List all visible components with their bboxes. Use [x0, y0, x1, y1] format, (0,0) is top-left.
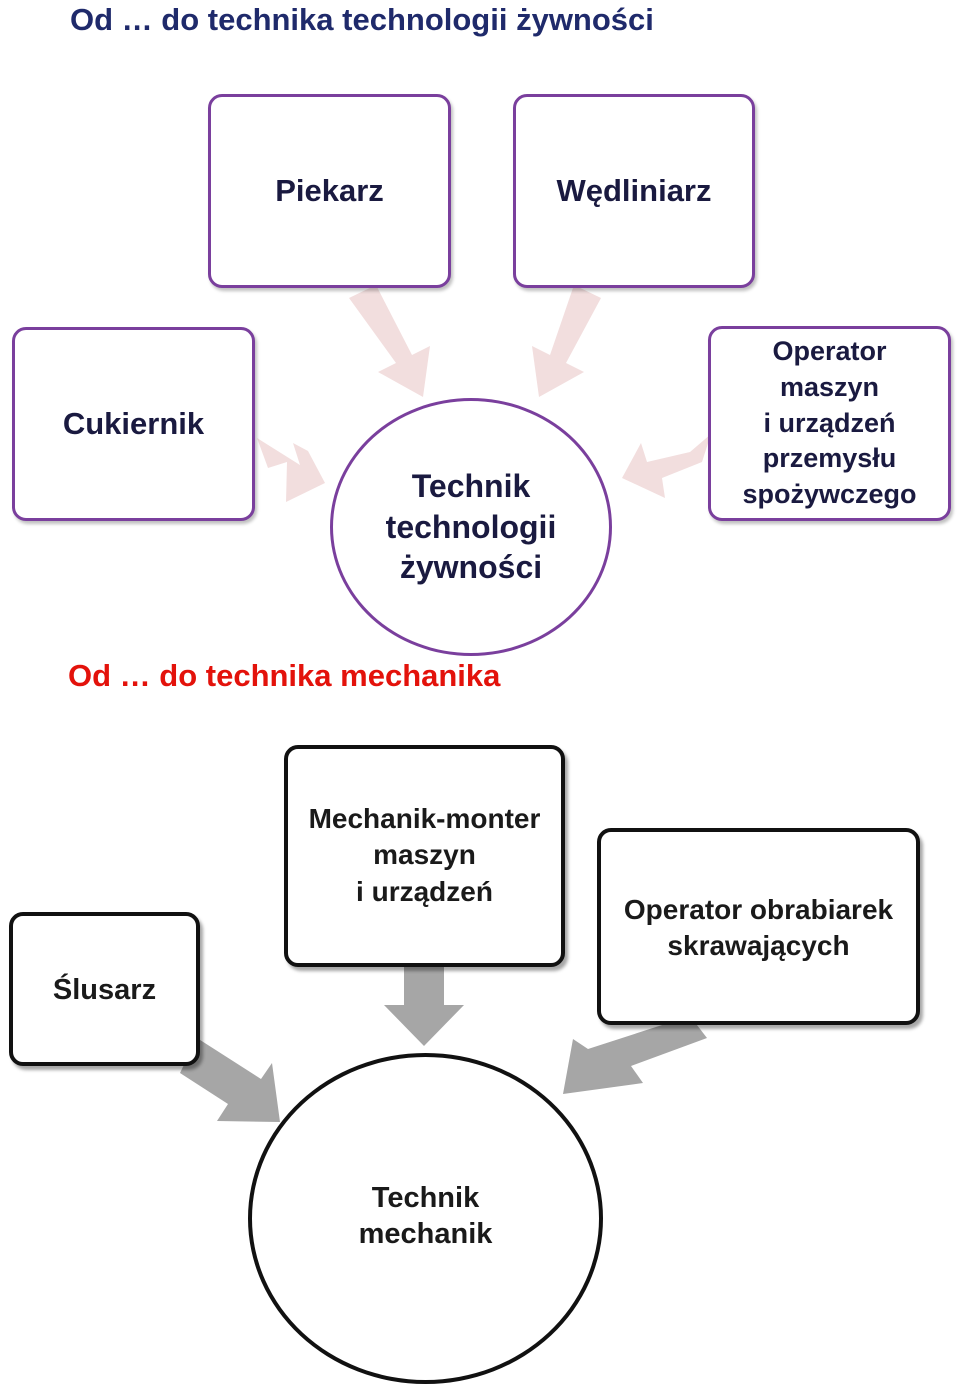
- node-center-food-label: Technik technologii żywności: [385, 468, 557, 586]
- node-center-mech-label: Technik mechanik: [358, 1182, 493, 1251]
- node-wedliniarz-label: Wędliniarz: [556, 173, 712, 208]
- node-monter-label: Mechanik-monter maszyn i urządzeń: [308, 803, 541, 907]
- node-piekarz-label: Piekarz: [275, 173, 384, 208]
- node-operator-food-label: Operator maszyn i urządzeń przemysłu spo…: [742, 335, 917, 510]
- node-center-mech: Technik mechanik: [248, 1053, 603, 1384]
- arrow-slusarz-to-center: [180, 1038, 280, 1122]
- node-operator-mech: Operator obrabiarek skrawających: [597, 828, 920, 1025]
- node-piekarz: Piekarz: [208, 94, 451, 288]
- node-slusarz-label: Ślusarz: [52, 974, 157, 1006]
- arrow-piekarz-to-center: [349, 285, 430, 397]
- arrow-monter-to-center: [384, 966, 464, 1046]
- arrow-wedliniarz-to-center: [532, 285, 601, 397]
- node-cukiernik-label: Cukiernik: [62, 406, 205, 441]
- node-wedliniarz: Wędliniarz: [513, 94, 755, 288]
- node-operator-food: Operator maszyn i urządzeń przemysłu spo…: [708, 326, 951, 521]
- node-operator-mech-label: Operator obrabiarek skrawających: [623, 894, 894, 961]
- node-center-food: Technik technologii żywności: [330, 398, 612, 656]
- arrow-cukiernik-to-center: [257, 438, 325, 502]
- section-title-mechanics: Od … do technika mechanika: [68, 658, 501, 693]
- node-slusarz: Ślusarz: [9, 912, 200, 1066]
- section-title-food: Od … do technika technologii żywności: [70, 2, 654, 37]
- node-monter: Mechanik-monter maszyn i urządzeń: [284, 745, 565, 967]
- arrow-operator-to-mech-center: [563, 1016, 707, 1094]
- node-cukiernik: Cukiernik: [12, 327, 255, 521]
- arrow-operator-to-center: [622, 434, 711, 498]
